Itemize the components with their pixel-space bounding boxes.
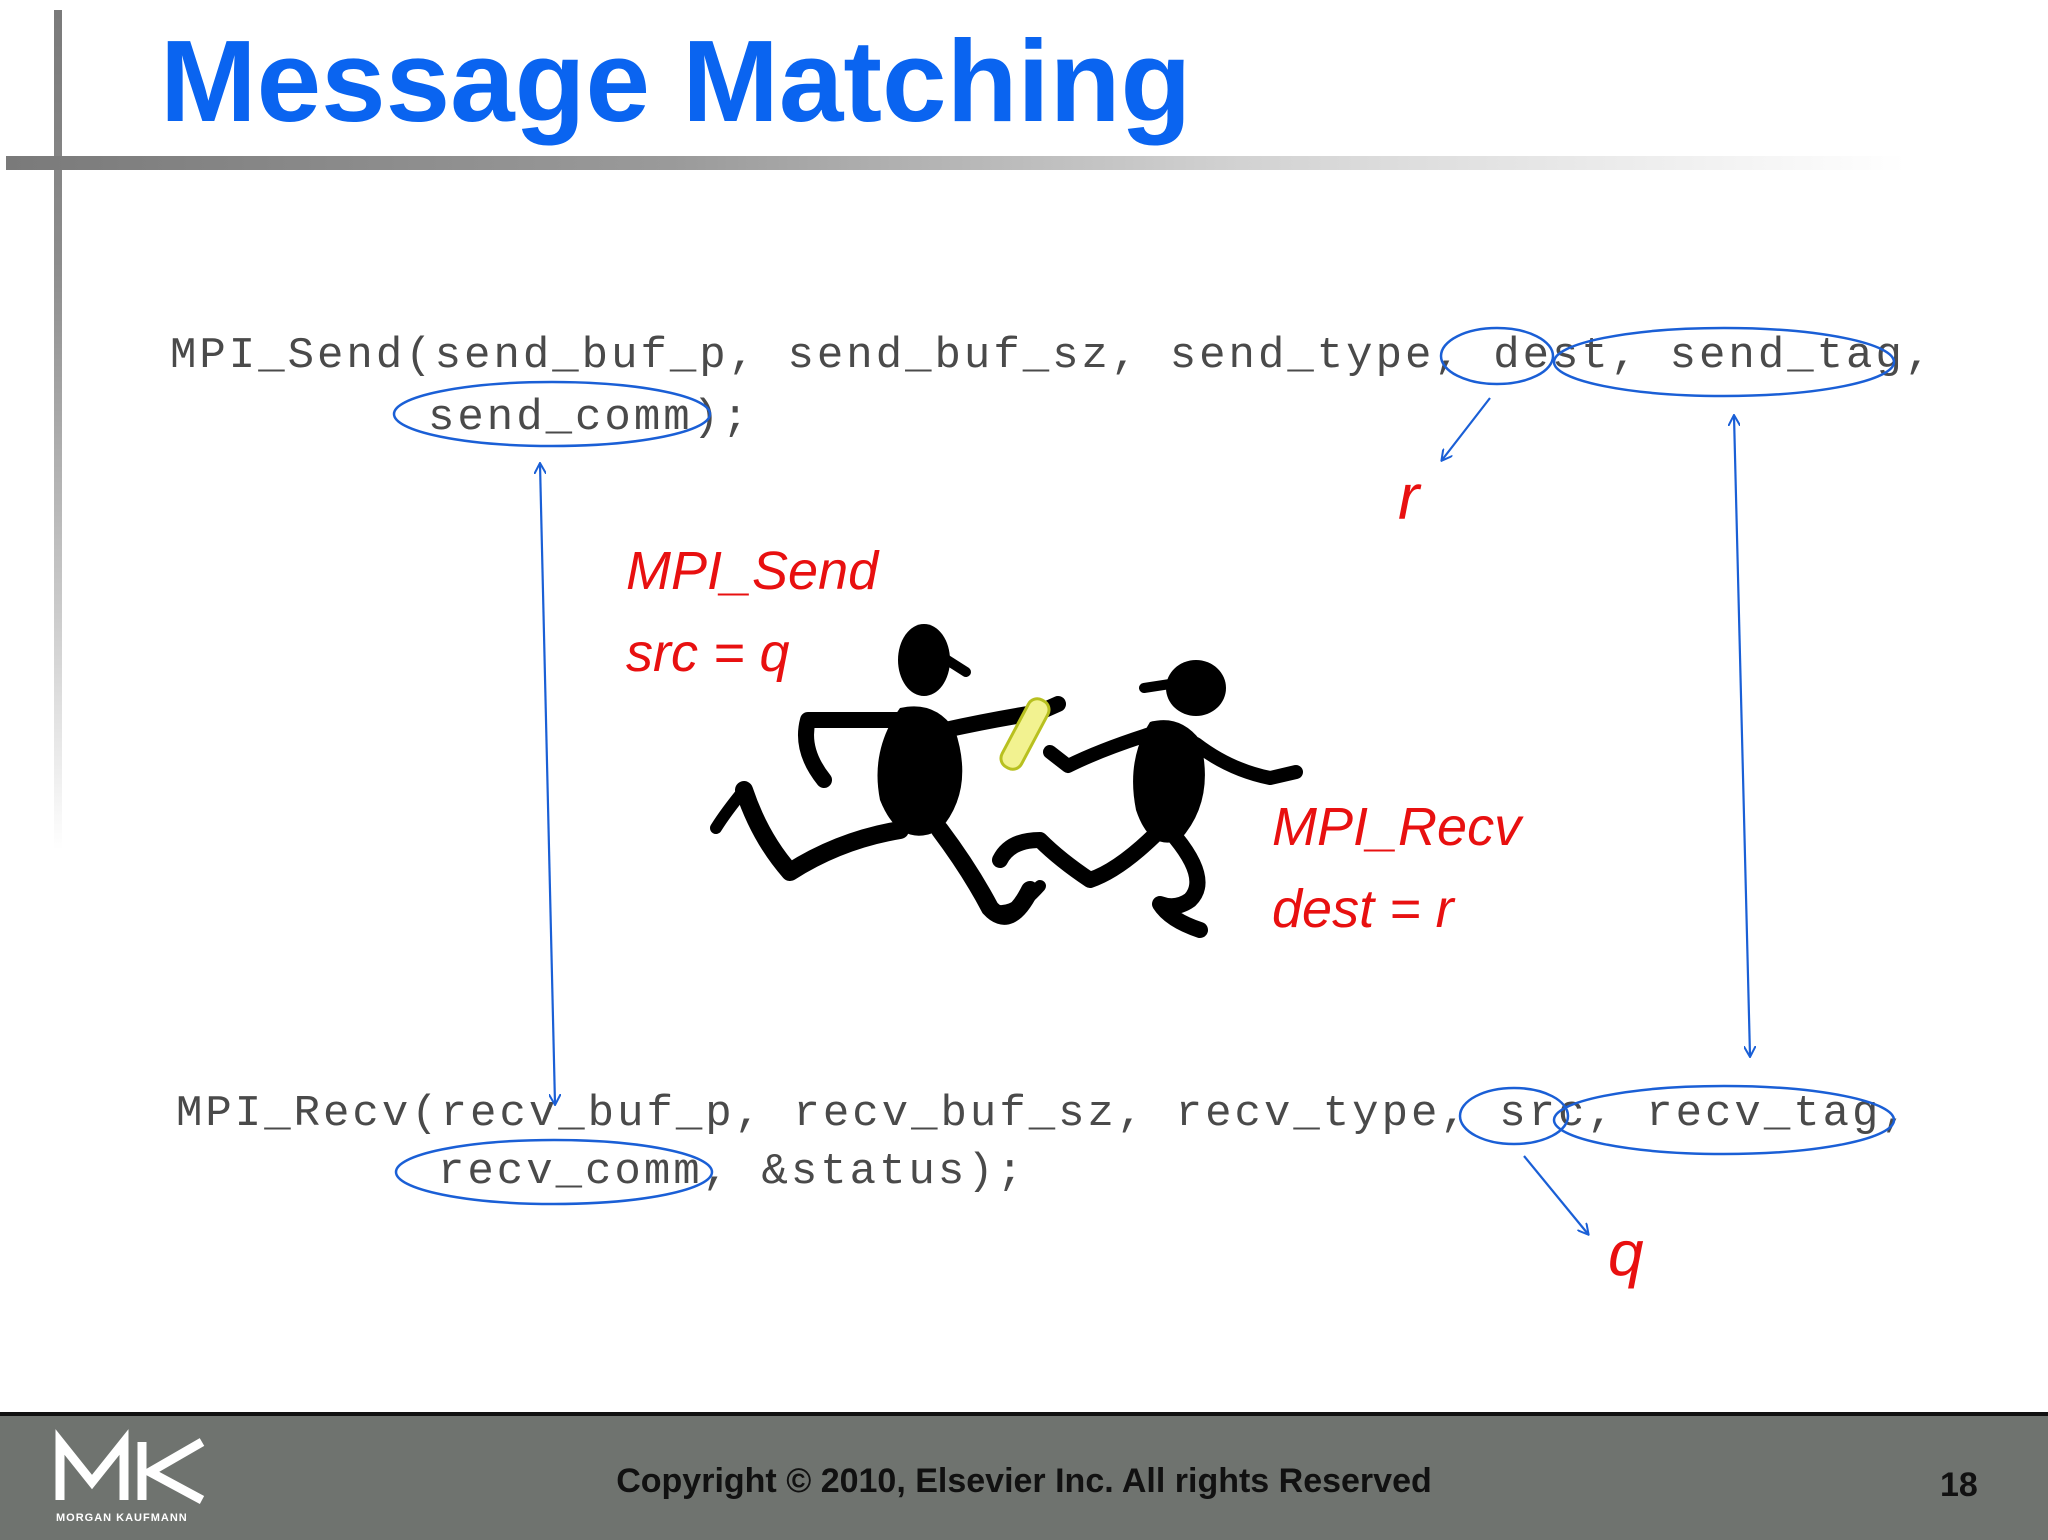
src-circle [1458,1086,1570,1146]
recv-tag-circle [1552,1084,1896,1156]
page-number: 18 [1940,1466,1978,1504]
send-tag-circle [1552,326,1896,398]
slide-title: Message Matching [160,16,1192,146]
dest-to-r-arrow [1442,397,1491,460]
footer-bar [0,1412,2048,1540]
mpi-recv-line-1: MPI_Recv(recv_buf_p, recv_buf_sz, recv_t… [176,1089,1911,1139]
relay-runners-illustration [710,624,1303,938]
mpi-recv-line-2: recv_comm, &status); [438,1147,1027,1197]
r-label: r [1398,461,1420,533]
comm-match-arrow [540,464,555,1104]
send-comm-circle [392,380,712,448]
logo-subtitle: MORGAN KAUFMANN [56,1512,188,1524]
mpi-send-line-1: MPI_Send(send_buf_p, send_buf_sz, send_t… [170,331,1935,381]
q-label: q [1608,1217,1644,1289]
tag-match-arrow [1734,416,1750,1056]
recv-comm-circle [394,1138,714,1206]
title-vertical-rule [54,10,62,850]
dest-circle [1439,326,1555,386]
src-to-q-arrow [1523,1155,1588,1234]
mpi-recv-label: MPI_Recv [1272,797,1522,857]
send-src-label: src = q [626,623,790,683]
title-horizontal-rule [6,156,1906,170]
mpi-send-label: MPI_Send [626,541,879,601]
copyright-text: Copyright © 2010, Elsevier Inc. All righ… [616,1462,1432,1500]
recv-dest-label: dest = r [1272,879,1454,939]
